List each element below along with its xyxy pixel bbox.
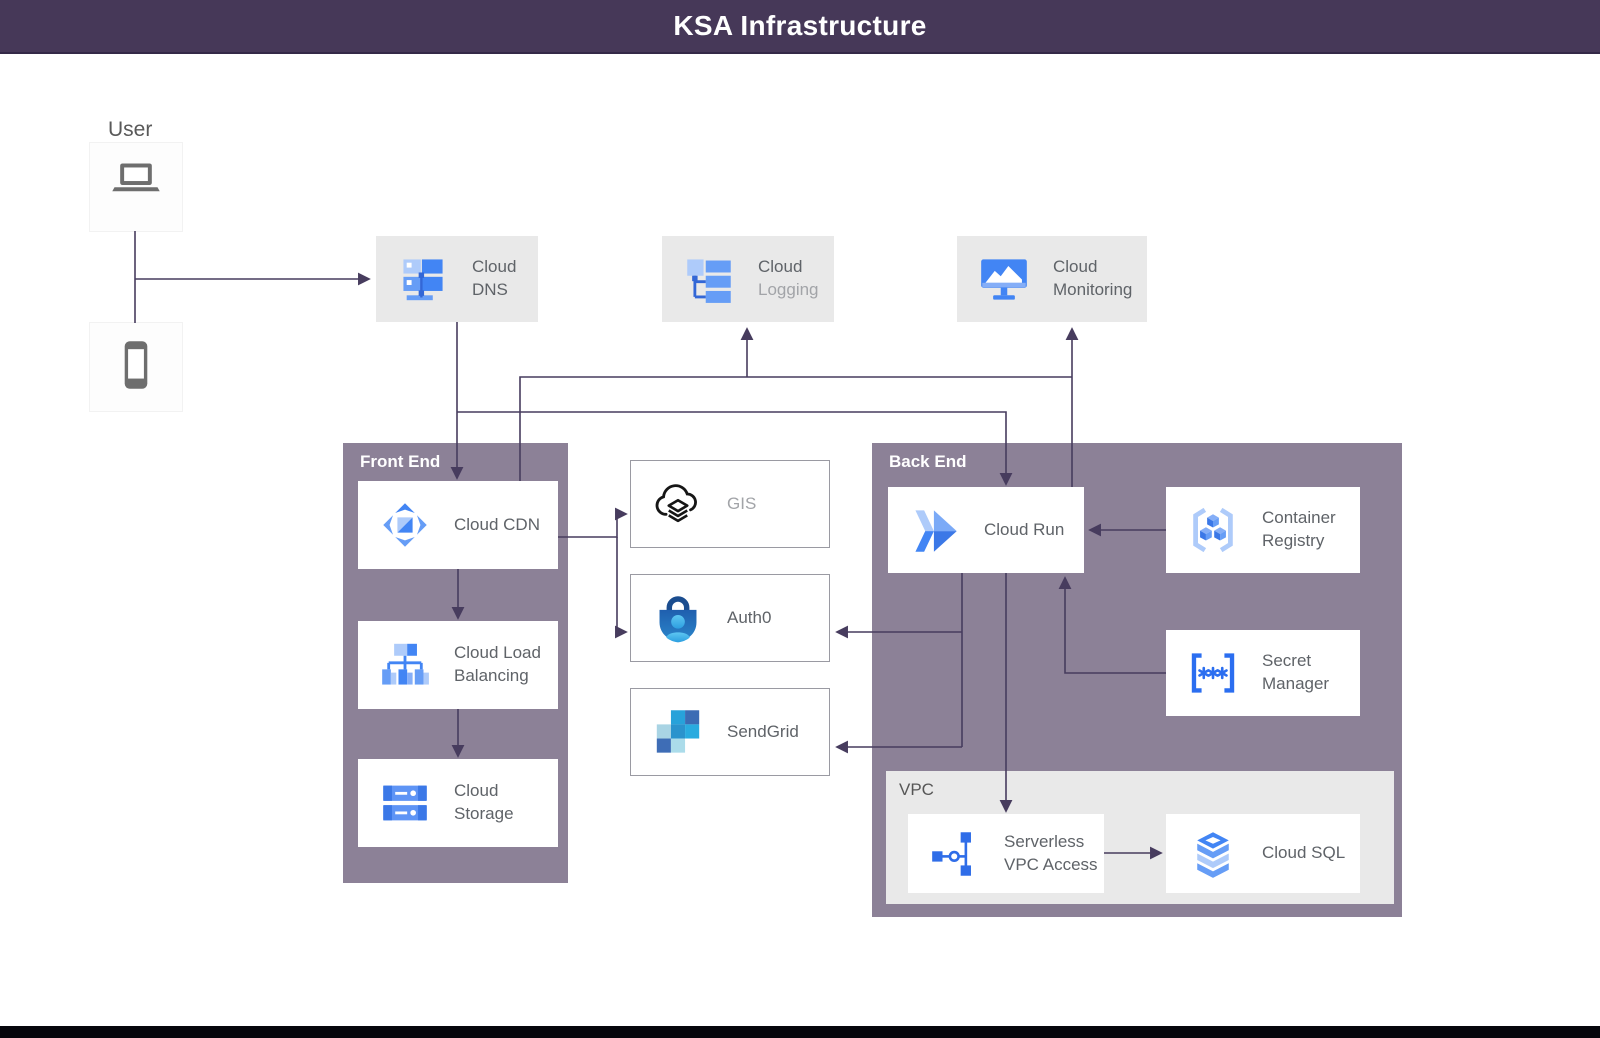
footer-strip: [0, 1026, 1600, 1038]
node-label: Cloud: [454, 781, 499, 801]
secret-manager-icon: [1188, 648, 1238, 698]
page-title: KSA Infrastructure: [673, 10, 927, 41]
node-label: Cloud SQL: [1262, 843, 1346, 863]
edge-cloud-cdn-to-auth0: [615, 537, 628, 639]
node-cloud-dns: Cloud DNS: [376, 236, 538, 322]
title-bar: KSA Infrastructure: [0, 0, 1600, 54]
node-label: Container: [1262, 508, 1336, 528]
node-label: Cloud Run: [984, 519, 1065, 539]
node-label: Auth0: [727, 607, 772, 627]
node-label: DNS: [472, 280, 508, 299]
user-laptop-node: [90, 143, 182, 231]
node-label: Cloud Load: [454, 643, 541, 663]
cloud-monitoring-icon: [979, 254, 1029, 304]
node-label: VPC Access: [1004, 854, 1098, 874]
node-label: Balancing: [454, 666, 529, 685]
node-gis: GIS: [630, 460, 830, 548]
gis-cloud-layers-icon: [653, 479, 703, 529]
node-label: Registry: [1262, 531, 1325, 550]
node-cloud-sql: Cloud SQL: [1166, 814, 1360, 893]
node-auth0: Auth0: [630, 574, 830, 662]
node-cloud-storage: Cloud Storage: [358, 759, 558, 847]
node-cloud-monitoring: Cloud Monitoring: [957, 236, 1147, 322]
node-cloud-load-balancing: Cloud Load Balancing: [358, 621, 558, 709]
node-label: Cloud: [758, 257, 803, 277]
node-container-registry: Container Registry: [1166, 487, 1360, 573]
node-label: Secret: [1262, 651, 1312, 671]
cloud-storage-icon: [380, 778, 430, 828]
node-label: Monitoring: [1053, 280, 1133, 299]
sendgrid-grid-icon: [653, 707, 703, 757]
cloud-cdn-icon: [380, 500, 430, 550]
cloud-run-icon: [910, 505, 960, 555]
cloud-dns-icon: [398, 254, 448, 304]
user-phone-node: [90, 323, 182, 411]
cloud-load-balancing-icon: [380, 640, 430, 690]
serverless-vpc-access-icon: [930, 829, 980, 879]
node-cloud-logging: Cloud Logging: [662, 236, 834, 322]
node-label: Cloud CDN: [454, 514, 540, 534]
laptop-icon: [110, 159, 162, 216]
node-sendgrid: SendGrid: [630, 688, 830, 776]
node-label: SendGrid: [727, 721, 799, 741]
node-label: Serverless: [1004, 831, 1085, 851]
cloud-logging-icon: [684, 254, 734, 304]
node-secret-manager: Secret Manager: [1166, 630, 1360, 716]
node-cloud-cdn: Cloud CDN: [358, 481, 558, 569]
container-registry-icon: [1188, 505, 1238, 555]
node-label: Manager: [1262, 674, 1330, 693]
node-cloud-run: Cloud Run: [888, 487, 1084, 573]
user-label: User: [108, 118, 153, 141]
node-label: Storage: [454, 804, 514, 823]
node-label: Logging: [758, 280, 819, 299]
phone-icon: [110, 339, 162, 396]
node-label: GIS: [727, 493, 757, 513]
cloud-sql-icon: [1188, 829, 1238, 879]
back-end-group-label: Back End: [889, 452, 967, 471]
node-serverless-vpc-access: Serverless VPC Access: [908, 814, 1104, 893]
node-label: Cloud: [1053, 257, 1098, 277]
vpc-panel-label: VPC: [899, 780, 934, 799]
front-end-group-label: Front End: [360, 452, 441, 471]
auth0-lock-user-icon: [653, 593, 703, 643]
node-label: Cloud: [472, 257, 517, 277]
